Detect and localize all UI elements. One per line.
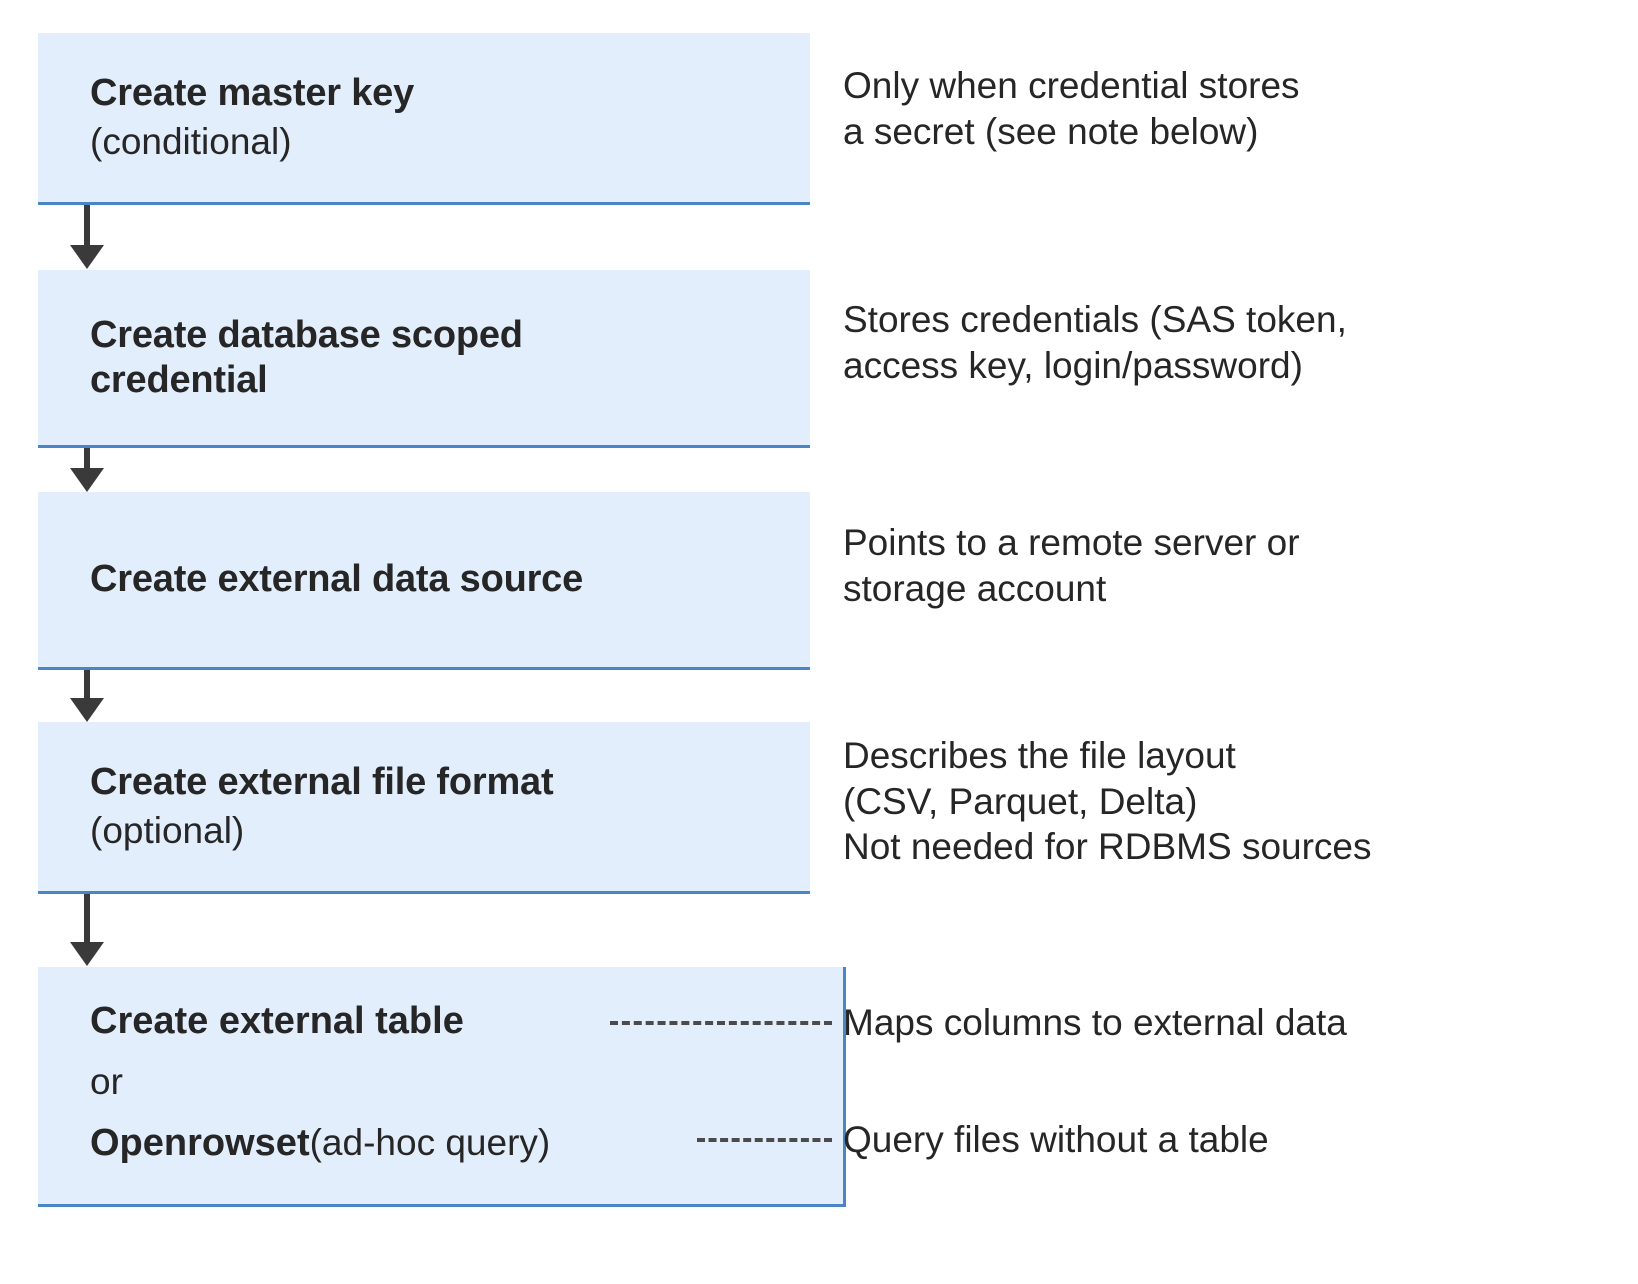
arrow-down-icon-2: [70, 448, 104, 492]
step-note-create-database-scoped-credential: Stores credentials (SAS token, access ke…: [843, 299, 1347, 386]
final-option-a-row[interactable]: Create external table: [90, 989, 829, 1053]
step-title: Create master key: [90, 71, 415, 114]
step-note-create-external-file-format: Describes the file layout (CSV, Parquet,…: [843, 735, 1372, 867]
step-title: Create external file format: [90, 760, 554, 803]
step-note-create-external-data-source: Points to a remote server or storage acc…: [843, 522, 1300, 609]
step-title: Create external data source: [90, 558, 584, 601]
arrow-down-icon-1: [70, 205, 104, 269]
step-box-create-database-scoped-credential[interactable]: Create database scoped credential: [38, 270, 810, 448]
step-subtitle: (conditional): [90, 120, 292, 162]
step-box-create-external-table-or-openrowset[interactable]: Create external table or Openrowset (ad-…: [38, 967, 846, 1207]
final-separator-label: or: [90, 1061, 123, 1102]
step-title: Create database scoped credential: [90, 313, 523, 401]
final-option-b-label: Openrowset: [90, 1121, 310, 1164]
dashed-connector-option-b: [697, 1138, 832, 1142]
arrow-down-icon-4: [70, 894, 104, 966]
arrow-down-icon-3: [70, 670, 104, 722]
step-note-create-master-key: Only when credential stores a secret (se…: [843, 65, 1300, 152]
final-option-b-suffix: (ad-hoc query): [309, 1122, 551, 1163]
final-separator-row: or: [90, 1053, 829, 1111]
step-note-create-external-table: Maps columns to external data: [843, 1002, 1347, 1043]
final-option-b-row[interactable]: Openrowset (ad-hoc query): [90, 1111, 829, 1175]
step-box-create-external-file-format[interactable]: Create external file format (optional): [38, 722, 810, 894]
step-note-openrowset: Query files without a table: [843, 1119, 1269, 1160]
step-box-create-master-key[interactable]: Create master key (conditional): [38, 33, 810, 205]
final-option-a-label: Create external table: [90, 999, 464, 1042]
step-box-create-external-data-source[interactable]: Create external data source: [38, 492, 810, 670]
dashed-connector-option-a: [610, 1021, 832, 1025]
step-subtitle: (optional): [90, 809, 245, 851]
